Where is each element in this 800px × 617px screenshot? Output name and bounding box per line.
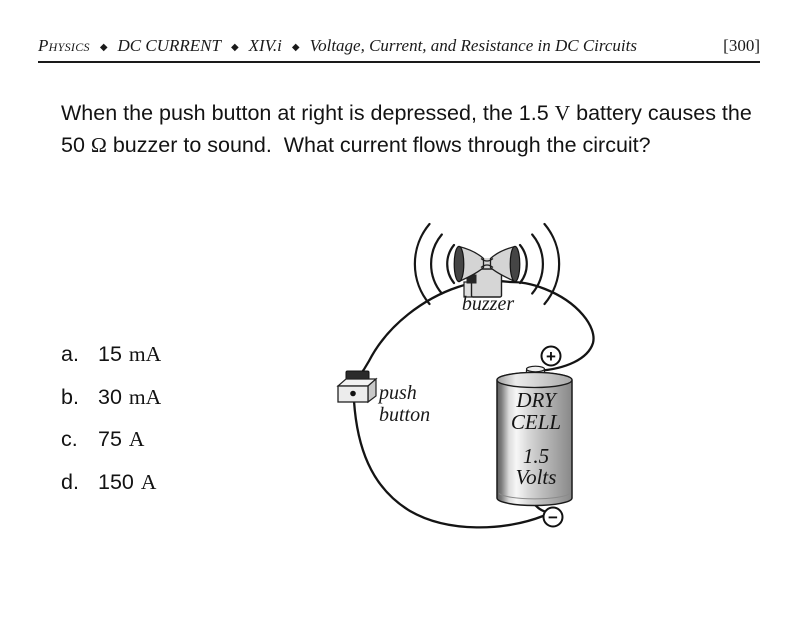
choice-letter: d. — [61, 469, 79, 494]
sound-waves-icon — [413, 222, 561, 306]
battery-label-cell: CELL — [511, 410, 561, 434]
buzzer-rim-left — [453, 245, 465, 283]
battery-top — [496, 371, 573, 389]
choice-letter: a. — [61, 342, 79, 366]
diamond-separator-icon: ◆ — [230, 41, 239, 53]
battery-label-dry: DRY — [515, 388, 558, 412]
diamond-separator-icon: ◆ — [291, 41, 300, 53]
battery-label-volts: Volts — [516, 465, 557, 489]
plus-sign: + — [546, 347, 556, 366]
buzzer-rim-right — [509, 245, 521, 283]
question-volt-unit: V — [554, 101, 571, 125]
question-line1-end: battery causes the — [570, 101, 752, 125]
push-button-icon — [336, 370, 378, 404]
question-line2: 50 — [61, 133, 91, 157]
buzzer-icon — [453, 245, 521, 298]
push-button-label-line2: button — [379, 404, 430, 426]
push-button-label-line1: push — [377, 382, 417, 404]
choice-unit: mA — [128, 342, 162, 366]
wire-bottom-loop — [352, 399, 545, 529]
positive-terminal-icon: + — [540, 345, 562, 367]
choice-value: 150 — [98, 469, 134, 494]
header-unit: DC CURRENT — [117, 36, 221, 55]
question-text: When the push button at right is depress… — [61, 97, 761, 161]
choice-value: 75 — [98, 427, 122, 451]
choice-row-a: a. 15 mA — [61, 342, 162, 366]
question-line1: When the push button at right is depress… — [61, 101, 555, 125]
question-line2-end: buzzer to sound. What current flows thro… — [106, 133, 651, 157]
choice-row-d: d. 150 A — [61, 469, 161, 494]
answer-choices: a. 15 mA b. 30 mA c. 75 A d. 150 A — [61, 342, 161, 512]
page-header: Physics ◆ DC CURRENT ◆ XIV.i ◆ Voltage, … — [38, 36, 760, 56]
buzzer-connector — [466, 274, 477, 284]
choice-letter: b. — [61, 384, 79, 409]
header-section: XIV.i — [248, 36, 282, 55]
battery-terminal-top — [525, 365, 546, 373]
choice-unit: A — [140, 469, 157, 494]
buzzer-label: buzzer — [462, 293, 514, 315]
header-title: Voltage, Current, and Resistance in DC C… — [309, 36, 637, 55]
header-rule — [38, 61, 760, 63]
choice-row-b: b. 30 mA — [61, 384, 162, 409]
battery-label-voltage: 1.5 — [523, 444, 549, 468]
choice-row-c: c. 75 A — [61, 427, 161, 451]
buzzer-waist — [481, 258, 493, 268]
wire-top-loop — [355, 280, 595, 381]
diamond-separator-icon: ◆ — [99, 41, 108, 53]
question-ohm-symbol: Ω — [90, 133, 107, 157]
negative-terminal-icon: − — [542, 506, 564, 528]
minus-sign: − — [548, 508, 558, 527]
choice-letter: c. — [61, 427, 78, 451]
choice-value: 30 — [98, 384, 122, 409]
header-course: Physics — [38, 36, 90, 55]
choice-value: 15 — [98, 342, 122, 366]
choice-unit: mA — [128, 384, 162, 409]
page-number: [300] — [723, 36, 760, 55]
choice-unit: A — [128, 427, 145, 451]
push-button-dot — [350, 390, 356, 397]
battery-icon: DRY CELL 1.5 Volts — [496, 365, 573, 507]
battery-bottom-rim — [498, 493, 571, 500]
